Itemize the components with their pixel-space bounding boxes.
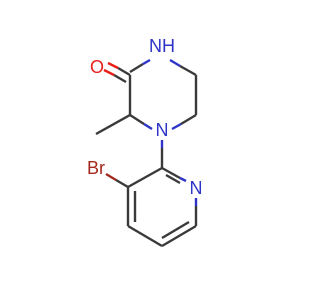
bond-c6-c5-inner [161,220,190,240]
bond-methyl [95,113,131,136]
bond-ch2-to-n4 [180,113,197,126]
bond-c3-c2 [127,166,163,189]
bond-c2-n1-n-half [179,176,187,183]
bond-c-o-1-c-half [117,66,131,77]
bond-c3-br [115,178,129,189]
ring-n-label: N [156,120,169,140]
pyridine-n-label: N [190,178,203,198]
bond-ch2-to-n4-n-half [171,122,182,131]
bond-c6-c5 [161,224,197,248]
piperazinone-ring [128,58,198,131]
bond-c3-br-br-half [105,172,117,182]
atom-labels: O NH N N Br [87,36,203,198]
bond-n4-to-chme [129,113,145,126]
bromine-label: Br [87,158,105,178]
bond-c2-n1 [161,166,181,180]
bond-nh-to-ch2 [179,64,197,77]
bond-c-o-2-o-half [103,68,115,77]
bond-c-o-2-c-half [113,73,127,84]
bond-n4-to-chme-n-half [143,122,153,131]
bond-c2-n1-inner [165,173,181,185]
bond-carbonyl-c-to-nh-n-half [142,58,151,66]
bond-carbonyl-c-to-nh [129,62,144,74]
carbonyl-double-bond [103,61,131,84]
oxygen-label: O [90,57,104,77]
bond-c5-c4 [127,224,163,248]
amide-nh-label: NH [149,36,175,56]
bond-nh-to-ch2-n-half [169,58,181,68]
bond-c-o-1-o-half [107,61,119,70]
molecule-structure: O NH N N Br [87,36,203,248]
pyridine-ring [126,166,198,248]
